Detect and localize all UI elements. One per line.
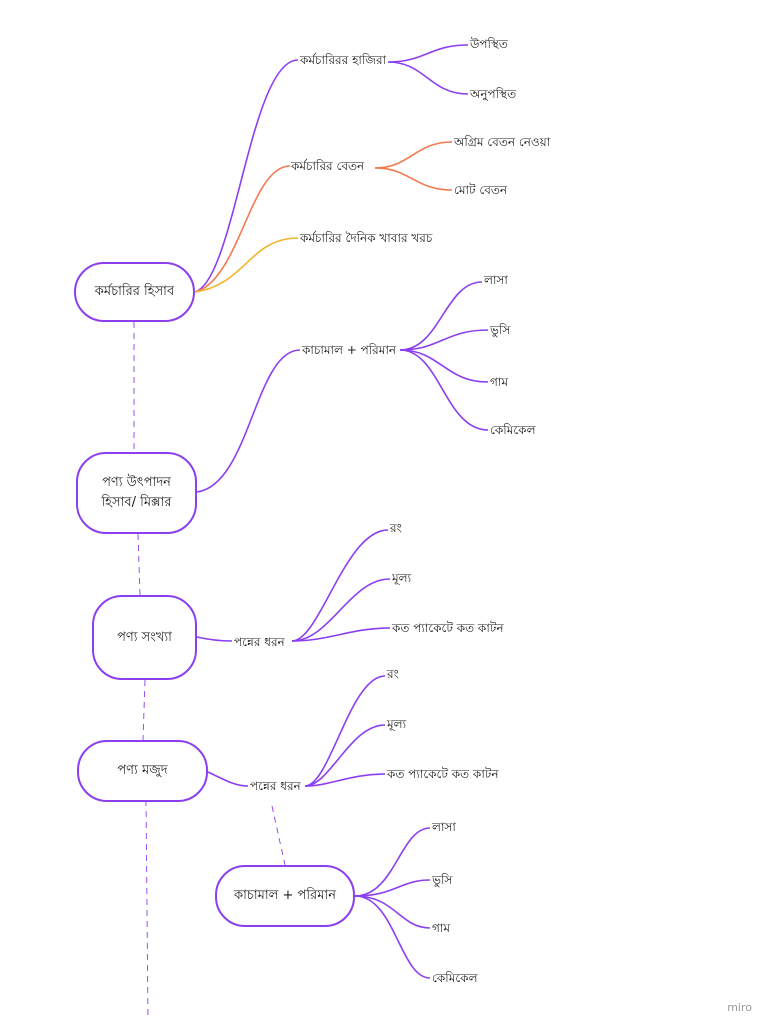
link-rm2-gam xyxy=(354,895,431,929)
link-count-color xyxy=(291,529,389,642)
label-count-color[interactable]: রং xyxy=(390,521,402,535)
label-stock-type[interactable]: পন্নের ধরন xyxy=(250,779,301,793)
link-count-price xyxy=(291,578,391,642)
node-raw-material-2[interactable]: কাচামাল + পরিমান xyxy=(215,865,355,927)
dashed-connector xyxy=(145,799,149,1021)
label-raw-material-1[interactable]: কাচামাল + পরিমান xyxy=(302,343,397,357)
label-rm2-lasa[interactable]: লাসা xyxy=(432,820,456,834)
label-stock-price[interactable]: মূল্য xyxy=(387,717,407,731)
label-advance-salary[interactable]: অগ্রিম বেতন নেওয়া xyxy=(454,135,551,149)
link-rm2-bhusi xyxy=(354,879,431,897)
node-product-stock[interactable]: পণ্য মজুদ xyxy=(77,740,208,802)
label-rm2-gam[interactable]: গাম xyxy=(432,921,451,935)
link-present xyxy=(387,44,469,63)
node-employee-accounts[interactable]: কর্মচারির হিসাব xyxy=(74,262,195,322)
link-stock-type xyxy=(207,771,249,787)
label-total-salary[interactable]: মোট বেতন xyxy=(454,183,508,197)
label-rm2-bhusi[interactable]: ভুসি xyxy=(432,873,453,887)
link-rm1-lasa xyxy=(399,281,483,351)
link-daily-food xyxy=(194,237,299,293)
label-attendance[interactable]: কর্মচারিরর হাজিরা xyxy=(300,53,387,67)
link-rm2-lasa xyxy=(354,827,431,897)
link-rm1-bhusi xyxy=(399,329,489,351)
label-rm2-chemical[interactable]: কেমিকেল xyxy=(432,971,478,985)
link-raw-material-1 xyxy=(196,349,301,493)
link-rm1-gam xyxy=(399,349,489,383)
label-rm1-lasa[interactable]: লাসা xyxy=(484,273,508,287)
node-product-count[interactable]: পণ্য সংখ্যা xyxy=(92,595,197,680)
link-rm1-chemical xyxy=(399,349,489,431)
label-stock-packets[interactable]: কত প্যাকেটে কত কাটন xyxy=(387,767,499,781)
dashed-connector xyxy=(271,805,286,866)
link-stock-color xyxy=(304,675,386,787)
link-advance xyxy=(374,141,453,169)
label-count-type[interactable]: পন্নের ধরন xyxy=(234,635,285,649)
label-absent[interactable]: অনুপস্থিত xyxy=(470,87,517,101)
link-attendance xyxy=(194,59,299,293)
label-salary[interactable]: কর্মচারির বেতন xyxy=(291,159,365,173)
link-total xyxy=(374,167,453,191)
link-stock-packets xyxy=(304,773,386,787)
link-count-type xyxy=(196,636,233,642)
label-rm1-bhusi[interactable]: ভুসি xyxy=(490,323,511,337)
miro-watermark: miro xyxy=(727,1001,752,1014)
label-stock-color[interactable]: রং xyxy=(387,667,399,681)
link-salary xyxy=(194,165,291,293)
link-stock-price xyxy=(304,724,386,787)
label-rm1-gam[interactable]: গাম xyxy=(490,375,509,389)
dashed-connector xyxy=(137,533,141,596)
link-absent xyxy=(387,61,469,95)
label-daily-food[interactable]: কর্মচারির দৈনিক খাবার খরচ xyxy=(300,231,433,245)
label-present[interactable]: উপস্থিত xyxy=(470,37,508,51)
label-rm1-chemical[interactable]: কেমিকেল xyxy=(490,423,536,437)
node-production[interactable]: পণ্য উৎপাদন হিসাব/ মিক্সার xyxy=(76,452,197,534)
link-rm2-chemical xyxy=(354,895,431,979)
dashed-connector xyxy=(142,679,146,741)
link-count-packets xyxy=(291,627,391,642)
label-count-packets[interactable]: কত প্যাকেটে কত কাটন xyxy=(392,621,504,635)
label-count-price[interactable]: মূল্য xyxy=(392,571,412,585)
